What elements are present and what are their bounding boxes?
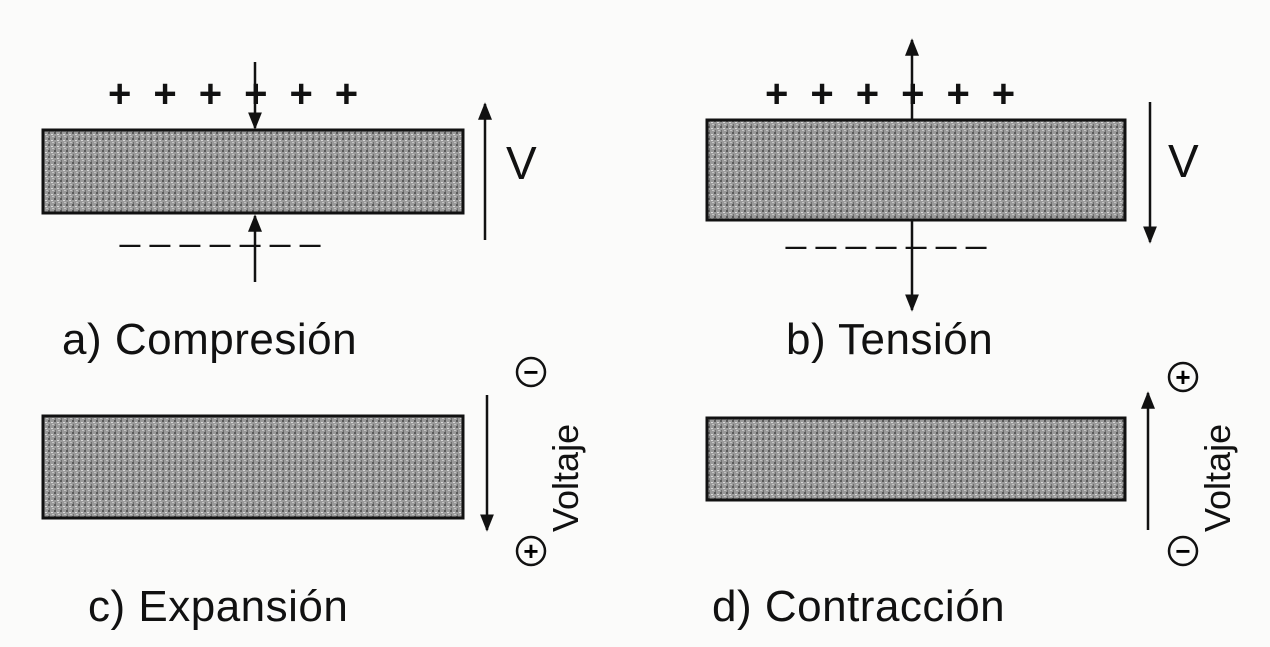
plus-charges-a: ++++++ — [108, 72, 381, 116]
pole-sign-bottom-c: + — [523, 536, 539, 566]
caption-d: d) Contracción — [712, 582, 1006, 631]
caption-c: c) Expansión — [88, 582, 349, 631]
minus-charges-a: _______ — [120, 207, 331, 248]
pole-circle-top-c — [515, 356, 547, 388]
voltage-label-a: V — [506, 137, 537, 189]
panel-d-contraccion — [705, 361, 1199, 567]
pole-sign-top-d: + — [1175, 362, 1191, 392]
caption-b: b) Tensión — [786, 315, 994, 364]
voltaje-label-d: Voltaje — [1197, 423, 1238, 532]
caption-a: a) Compresión — [62, 315, 358, 364]
voltaje-label-c: Voltaje — [545, 423, 586, 532]
plus-charges-b: ++++++ — [765, 72, 1038, 116]
pole-circle-bottom-d — [1167, 535, 1199, 567]
panel-b-tension — [705, 38, 1157, 312]
pole-circle-bottom-c — [515, 535, 547, 567]
pole-sign-top-c: − — [523, 357, 539, 387]
piezo-block-b — [705, 118, 1127, 222]
voltage-label-b: V — [1168, 135, 1199, 187]
panel-c-expansion — [41, 356, 547, 567]
pole-sign-bottom-d: − — [1175, 536, 1191, 566]
panel-a-compresion — [41, 62, 492, 282]
piezo-block-d — [705, 416, 1127, 502]
pole-circle-top-d — [1167, 361, 1199, 393]
piezo-block-a — [41, 128, 465, 215]
minus-charges-b: _______ — [786, 209, 997, 250]
piezo-block-c — [41, 414, 465, 520]
